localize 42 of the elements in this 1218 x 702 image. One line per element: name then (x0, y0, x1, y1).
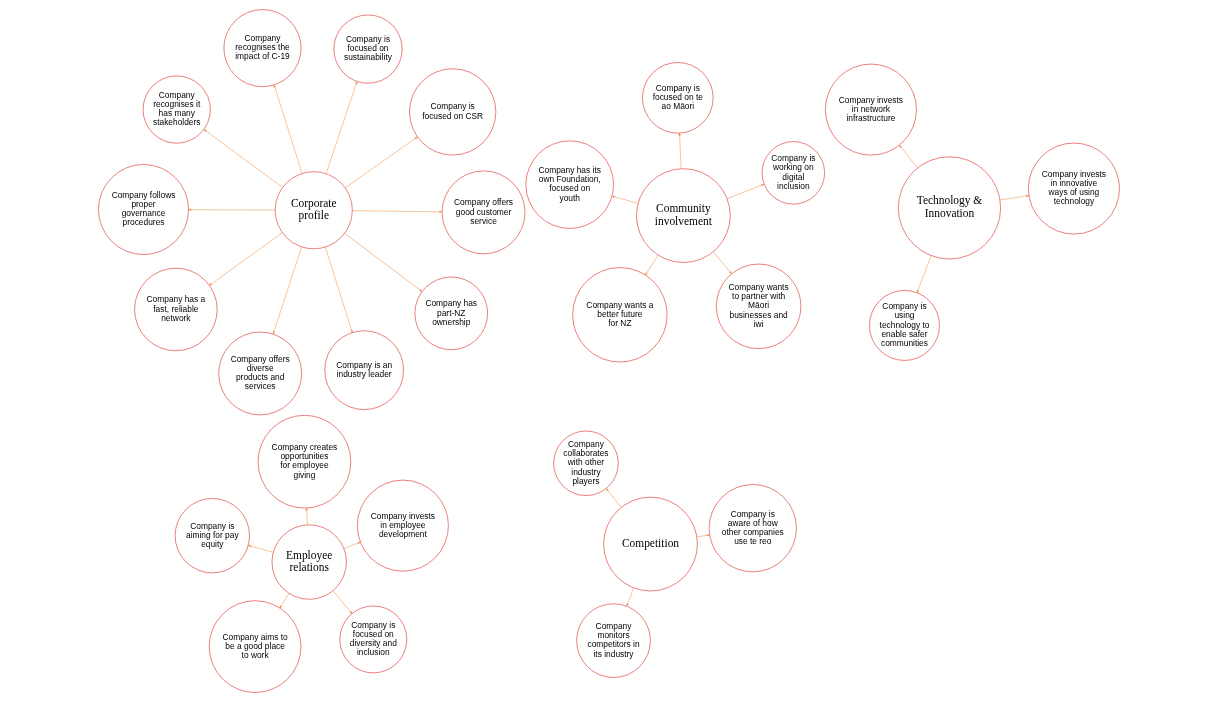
node-circle: Company follows proper governance procedures (98, 164, 189, 255)
node-circle: Company invests in network infrastructure (825, 63, 917, 156)
arrow (678, 132, 682, 169)
arrow (713, 251, 732, 274)
arrow (209, 232, 283, 286)
arrow (325, 81, 358, 174)
node-circle: Company aims to be a good place to work (208, 600, 302, 693)
arrow (611, 195, 639, 204)
arrow (696, 534, 710, 538)
node-circle: Corporate profile (274, 171, 353, 250)
arrow (626, 587, 634, 607)
node-circle: Company is focused on CSR (409, 68, 497, 156)
arrow (305, 507, 308, 526)
node-circle: Company collaborates with other industry players (553, 430, 619, 496)
node-circle: Employee relations (271, 524, 347, 600)
node-circle: Company wants a better future for NZ (572, 267, 668, 363)
arrow (726, 184, 765, 199)
arrow (344, 233, 423, 292)
arrow (345, 136, 418, 189)
arrow (272, 246, 302, 335)
node-circle: Company wants to partner with Māori businesses and iwi (716, 263, 802, 349)
arrow (203, 129, 283, 188)
arrow (605, 488, 622, 508)
arrow (343, 541, 361, 549)
node-circle: Company recognises it has many stakeholders (142, 75, 211, 144)
arrow (332, 590, 353, 614)
arrow (279, 593, 290, 609)
arrow (248, 545, 274, 553)
arrow (899, 145, 918, 168)
node-circle: Competition (603, 496, 698, 592)
node-circle: Company has a fast, reliable network (134, 267, 218, 352)
arrow (352, 210, 443, 213)
arrow (999, 194, 1030, 201)
node-circle: Technology & Innovation (898, 156, 1001, 260)
arrow (188, 208, 276, 211)
node-circle: Company is focused on diversity and inclusion (339, 605, 408, 674)
arrow (325, 246, 353, 333)
arrow (273, 84, 303, 174)
arrow (916, 255, 932, 293)
arrow (645, 255, 659, 276)
node-circle: Company has part-NZ ownership (414, 276, 488, 351)
node-circle: Community involvement (636, 168, 731, 263)
